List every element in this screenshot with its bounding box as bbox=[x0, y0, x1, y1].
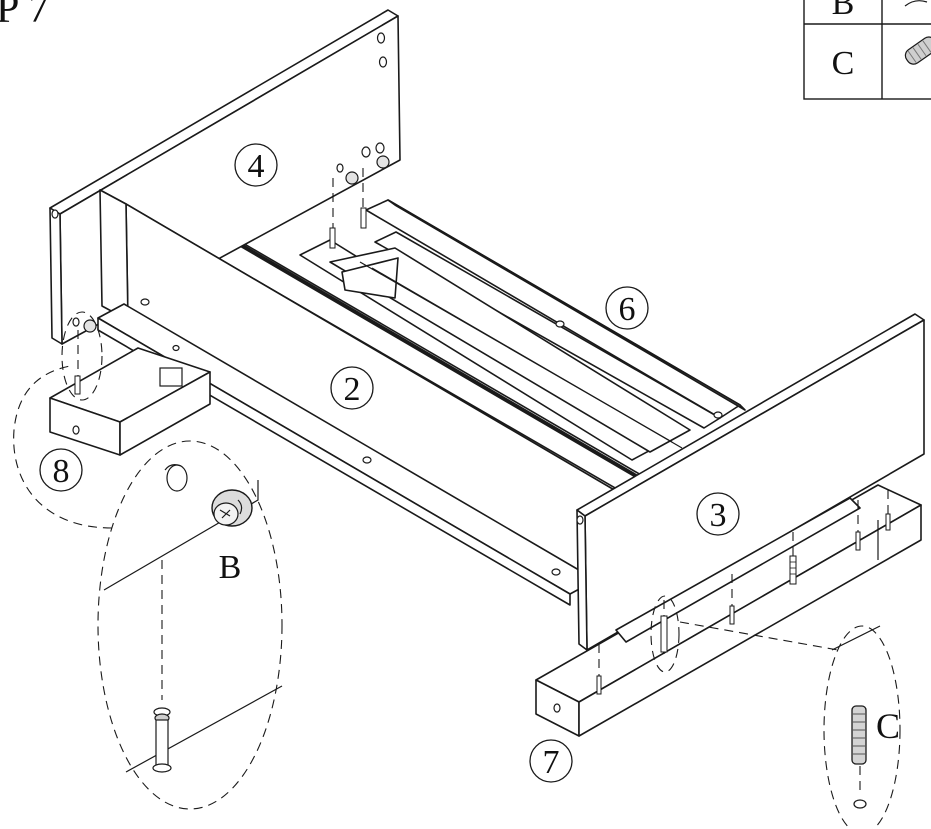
part-number-3-text: 3 bbox=[710, 497, 727, 534]
step-heading: P 7 bbox=[0, 0, 49, 32]
wooden-dowel-icon bbox=[904, 36, 931, 65]
bottom-rail bbox=[97, 298, 597, 606]
detail-callout-cam-lock: B bbox=[97, 440, 283, 810]
wooden-dowel-icon bbox=[851, 705, 867, 765]
part-2-long-panel bbox=[99, 189, 641, 611]
legend-key-c: C bbox=[832, 45, 855, 82]
inner-slats bbox=[299, 239, 691, 461]
part-number-8-text: 8 bbox=[53, 453, 70, 490]
cam-bolt-icon bbox=[152, 707, 172, 773]
part-number-8: 8 bbox=[39, 448, 83, 492]
detail-callout-dowel: C bbox=[650, 595, 901, 829]
legend-key-b: B bbox=[832, 0, 855, 22]
part-number-7-text: 7 bbox=[543, 744, 560, 781]
cam-lock-icon bbox=[904, 0, 928, 7]
part-number-6-text: 6 bbox=[619, 291, 636, 328]
part-number-2: 2 bbox=[330, 366, 374, 410]
part-7-right-foot bbox=[535, 484, 922, 737]
part-number-4-text: 4 bbox=[248, 148, 265, 185]
part-3-side-panel bbox=[576, 313, 925, 651]
part-number-3: 3 bbox=[696, 492, 740, 536]
part-number-6: 6 bbox=[605, 286, 649, 330]
hardware-legend-table: B C bbox=[803, 0, 931, 100]
part-8-left-foot bbox=[49, 317, 211, 456]
part-6-rear-rail bbox=[365, 199, 746, 429]
part-number-4: 4 bbox=[234, 143, 278, 187]
detail-circle-foot bbox=[13, 311, 113, 529]
callout-label-c: C bbox=[876, 706, 900, 746]
part-number-2-text: 2 bbox=[344, 371, 361, 408]
part-number-7: 7 bbox=[529, 739, 573, 783]
cam-lock-icon bbox=[211, 489, 253, 527]
callout-label-b: B bbox=[219, 549, 242, 586]
